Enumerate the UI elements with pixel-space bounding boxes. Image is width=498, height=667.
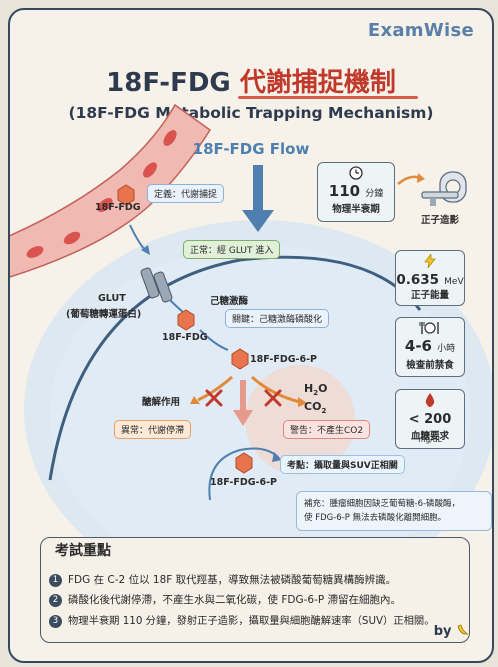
exam-points-title: 考試重點	[55, 543, 111, 559]
clock-icon	[349, 166, 363, 180]
trap-arrow	[233, 380, 253, 426]
fasting-box: 4-6 小時 檢查前禁食	[395, 317, 465, 377]
exam-point-text: FDG 在 C-2 位以 18F 取代羥基，導致無法被磷酸葡萄糖異構酶辨識。	[68, 574, 397, 586]
water-sub: 2	[313, 389, 319, 398]
glut-desc: (葡萄糖轉運蛋白)	[66, 309, 142, 320]
half-life-label: 物理半衰期	[332, 204, 380, 215]
hexagon-trapped	[235, 452, 253, 474]
entry-arrow	[129, 224, 146, 251]
energy-label: 正子能量	[410, 290, 449, 301]
co2-sub: 2	[321, 407, 327, 416]
glucose-box: < 200 mg/dL 血糖要求	[395, 389, 465, 449]
glut-transporter	[140, 267, 173, 303]
exam-point-number: 1	[49, 574, 62, 587]
fdg6p-label: 18F-FDG-6-P	[250, 354, 317, 365]
cell-fdg-label: 18F-FDG	[162, 332, 208, 343]
fasting-unit: 小時	[437, 344, 456, 354]
banana-icon	[457, 624, 469, 635]
title-underline	[238, 96, 418, 99]
entry-arrow-head	[141, 245, 150, 255]
trapped-fdg6p-label: 18F-FDG-6-P	[210, 477, 277, 488]
exam-point-tag: 考點：攝取量與SUV正相關	[280, 455, 405, 474]
red-blood-cell	[26, 246, 44, 258]
hexagon-blood-fdg	[117, 184, 135, 206]
glycolysis-label: 醣解作用	[142, 397, 181, 408]
brand-logo: ExamWise	[367, 20, 474, 41]
fasting-value: 4-6	[404, 337, 432, 355]
note-line-2: 使 FDG-6-P 無法去磷酸化離開細胞。	[304, 513, 447, 523]
page-title: 18F-FDG 代謝捕捉機制	[10, 62, 492, 99]
exam-point-number: 3	[49, 615, 62, 628]
glycolysis-arrow-head	[190, 396, 200, 404]
glut-label: GLUT	[98, 293, 126, 304]
half-life-value: 110	[328, 182, 361, 200]
energy-box: 0.635 MeV 正子能量	[395, 250, 465, 306]
glut-arrow	[169, 299, 184, 313]
normal-glut-tag: 正常：經 GLUT 進入	[183, 240, 281, 259]
red-blood-cell	[63, 231, 81, 245]
water-o: O	[318, 382, 328, 395]
exam-point-text: 物理半衰期 110 分鐘，發射正子造影，攝取量與細胞醣解速率（SUV）正相關。	[68, 615, 435, 627]
byline: by	[434, 623, 470, 639]
glucose-label: 血糖要求	[410, 431, 449, 442]
trapping-arrowhead	[272, 452, 282, 462]
hexokinase-tag: 關鍵：己糖激酶磷酸化	[225, 309, 330, 328]
blood-drop-icon	[425, 393, 435, 407]
glucose-unit: mg/dL	[418, 435, 442, 444]
red-blood-cell	[163, 130, 177, 146]
title-highlight: 代謝捕捉機制	[239, 68, 396, 98]
blocked-x-left-icon	[205, 389, 223, 407]
trapping-circle	[208, 447, 279, 501]
red-blood-cell	[97, 198, 113, 212]
supplement-note: 補充：腫瘤細胞因缺乏葡萄糖-6-磷酸酶， 使 FDG-6-P 無法去磷酸化離開細…	[296, 491, 492, 531]
half-life-box: 110 分鐘 物理半衰期	[317, 162, 395, 222]
hexokinase-arrow	[199, 329, 229, 351]
flow-arrow-down	[242, 165, 274, 232]
co2-label: CO2	[304, 400, 326, 415]
water-label: H2O	[304, 382, 327, 397]
glycolysis-arrow	[197, 375, 233, 402]
exam-point-1: 1 FDG 在 C-2 位以 18F 取代羥基，導致無法被磷酸葡萄糖異構酶辨識。	[49, 572, 396, 587]
pet-scanner-icon	[421, 171, 467, 206]
blocked-x-right-icon	[264, 389, 282, 407]
glucose-value-row: < 200 mg/dL	[396, 408, 464, 446]
by-label: by	[433, 624, 452, 639]
oxidation-arrow	[250, 375, 301, 404]
glucose-value: < 200	[408, 412, 452, 427]
water-h: H	[304, 382, 314, 395]
fasting-label: 檢查前禁食	[406, 360, 454, 371]
warning-tag: 警告：不產生CO2	[283, 420, 371, 439]
hexagon-cell-fdg	[177, 309, 195, 331]
utensils-icon	[419, 322, 439, 334]
half-life-value-row: 110 分鐘	[318, 181, 394, 200]
half-life-unit: 分鐘	[365, 189, 384, 199]
exam-point-text: 磷酸化後代謝停滯，不產生水與二氧化碳，使 FDG-6-P 滯留在細胞內。	[68, 594, 402, 606]
cell-membrane	[48, 255, 422, 481]
lightning-icon	[424, 254, 436, 268]
abnormal-tag: 異常：代謝停滯	[114, 420, 192, 439]
pet-label: 正子造影	[421, 215, 460, 226]
exam-point-2: 2 磷酸化後代謝停滯，不產生水與二氧化碳，使 FDG-6-P 滯留在細胞內。	[49, 592, 401, 607]
note-line-1: 補充：腫瘤細胞因缺乏葡萄糖-6-磷酸酶，	[304, 499, 461, 509]
hexagon-fdg6p	[231, 348, 249, 370]
energy-value: 0.635	[396, 272, 440, 288]
exam-point-number: 2	[49, 594, 62, 607]
hexokinase-label: 己糖激酶	[210, 296, 249, 307]
infographic-card: ExamWise 18F-FDG 代謝捕捉機制 (18F-FDG Metabol…	[8, 8, 494, 663]
energy-value-row: 0.635 MeV	[396, 269, 464, 288]
to-scanner-arrow	[397, 173, 425, 185]
flow-title: 18F-FDG Flow	[192, 140, 310, 158]
blood-fdg-label: 18F-FDG	[95, 202, 141, 213]
blood-vessel	[10, 103, 212, 278]
energy-unit: MeV	[444, 277, 464, 287]
exam-point-3: 3 物理半衰期 110 分鐘，發射正子造影，攝取量與細胞醣解速率（SUV）正相關。	[49, 612, 435, 628]
red-blood-cell	[143, 162, 157, 178]
exam-points-box: 考試重點 1 FDG 在 C-2 位以 18F 取代羥基，導致無法被磷酸葡萄糖異構…	[40, 537, 470, 643]
title-prefix: 18F-FDG	[106, 68, 240, 98]
definition-tag: 定義：代謝捕捉	[147, 184, 225, 203]
fasting-value-row: 4-6 小時	[396, 336, 464, 355]
co2-co: CO	[304, 400, 322, 413]
oxidation-arrow-head	[298, 397, 307, 407]
page-subtitle: (18F-FDG Metabolic Trapping Mechanism)	[68, 104, 434, 122]
